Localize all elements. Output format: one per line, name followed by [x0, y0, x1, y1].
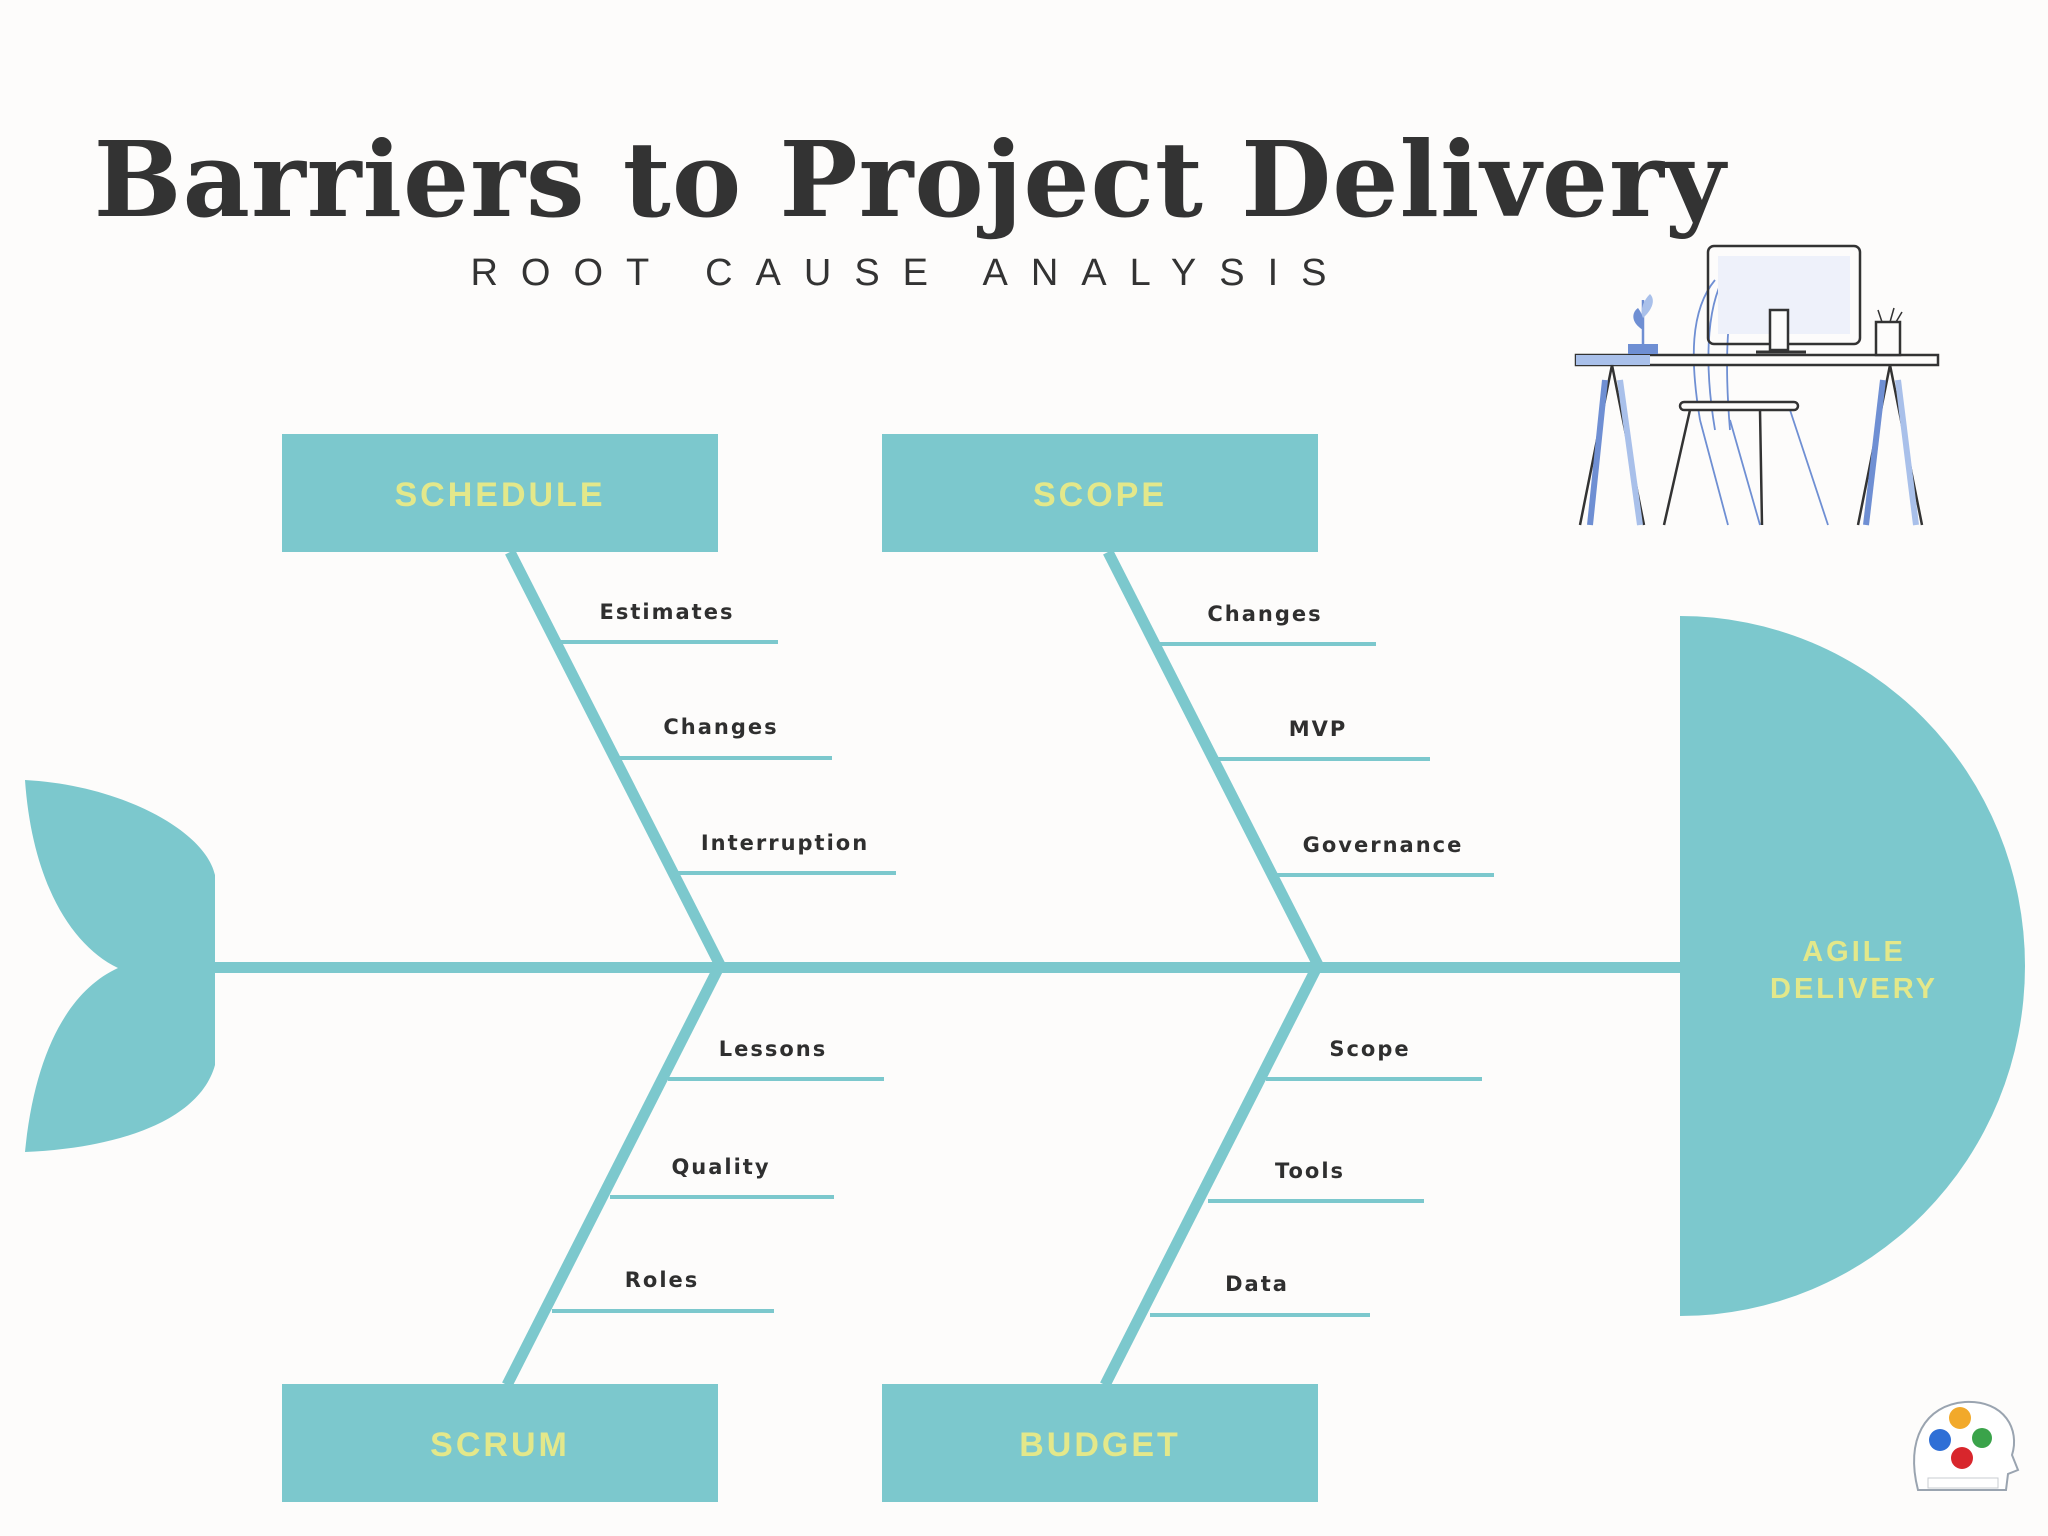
cause-label-data: Data — [1225, 1272, 1289, 1296]
cause-label-roles: Roles — [625, 1268, 700, 1292]
fish-spine — [210, 962, 1690, 973]
head-label-line2: DELIVERY — [1770, 973, 1938, 1005]
cause-label-interruption: Interruption — [701, 831, 869, 855]
gear-icon — [1929, 1429, 1951, 1451]
cause-label-quality: Quality — [671, 1155, 770, 1179]
cause-label-mvp: MVP — [1289, 717, 1348, 741]
category-label: SCHEDULE — [394, 476, 605, 514]
bone-scrum — [502, 962, 725, 1388]
bone-schedule — [505, 549, 725, 968]
cause-label-governance: Governance — [1303, 833, 1464, 857]
page-subtitle: ROOT CAUSE ANALYSIS — [470, 252, 1350, 294]
cause-label-tools: Tools — [1275, 1159, 1345, 1183]
category-scrum: SCRUM — [282, 1384, 718, 1502]
cause-label-lessons: Lessons — [719, 1037, 828, 1061]
category-label: SCRUM — [430, 1426, 570, 1464]
gear-icon — [1949, 1407, 1971, 1429]
gear-icon — [1951, 1447, 1973, 1469]
category-box — [882, 434, 1318, 552]
category-label: BUDGET — [1019, 1426, 1181, 1464]
cause-label-estimates: Estimates — [600, 600, 735, 624]
brand-logo — [1913, 1400, 2020, 1491]
category-budget: BUDGET — [882, 1384, 1318, 1502]
cause-label-changes: Changes — [1207, 602, 1322, 626]
category-box — [882, 1384, 1318, 1502]
fish-tail — [25, 780, 215, 1152]
bone-budget — [1100, 962, 1323, 1388]
page-title: Barriers to Project Delivery — [93, 118, 1727, 241]
category-box — [282, 434, 718, 552]
category-schedule: SCHEDULE — [282, 434, 718, 552]
plant-icon — [1628, 294, 1658, 354]
cause-label-changes: Changes — [663, 715, 778, 739]
category-scope: SCOPE — [882, 434, 1318, 552]
pencil-cup-icon — [1874, 307, 1903, 357]
gear-icon — [1972, 1428, 1992, 1448]
category-box — [282, 1384, 718, 1502]
bone-scope — [1103, 549, 1323, 968]
fish-head — [1680, 616, 2025, 1316]
head-label-line1: AGILE — [1802, 936, 1906, 968]
category-label: SCOPE — [1033, 476, 1167, 514]
monitor-icon — [1706, 244, 1862, 354]
desk-illustration — [1574, 244, 1940, 526]
cause-label-scope: Scope — [1329, 1037, 1410, 1061]
